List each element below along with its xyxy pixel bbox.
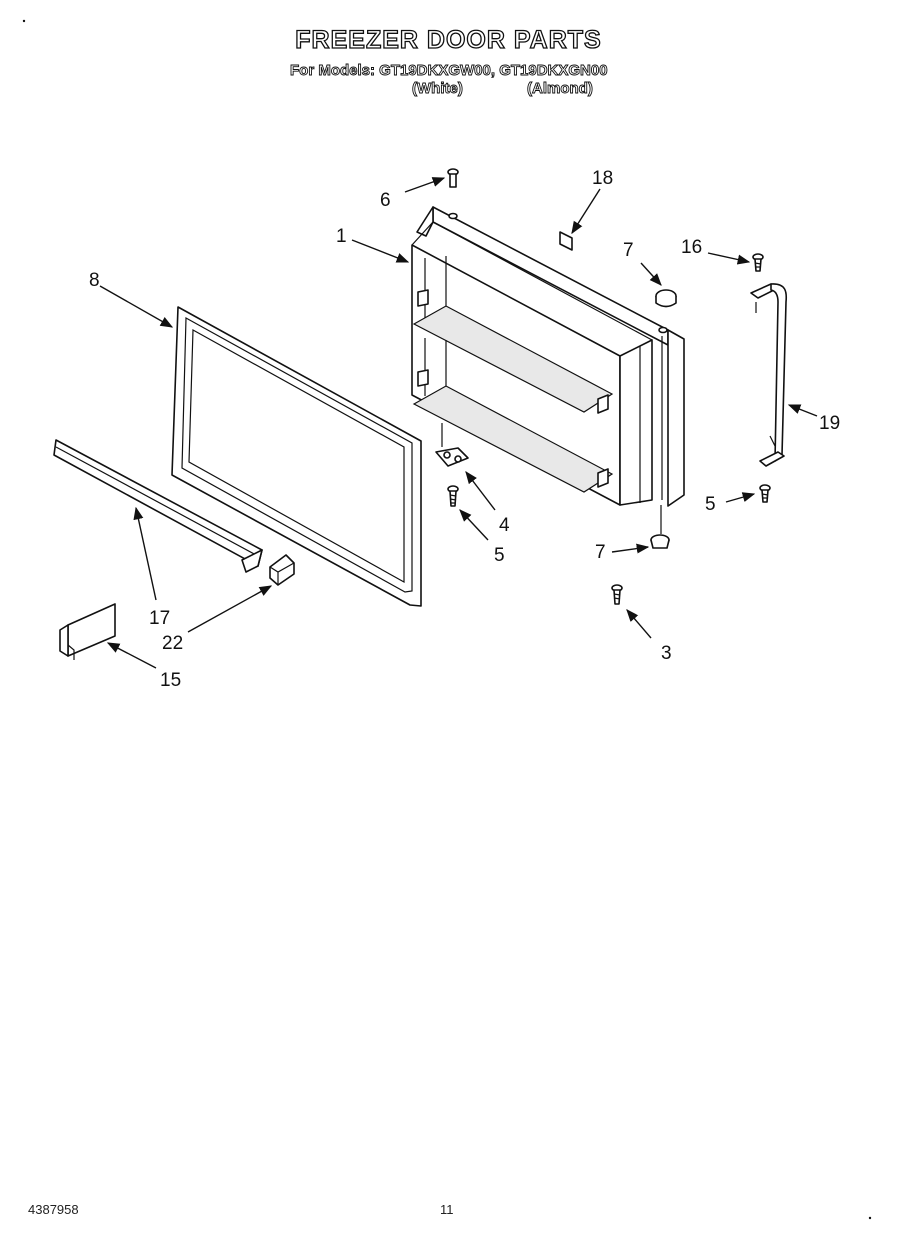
- part-screw-16: [752, 253, 764, 272]
- part-screw-5-left: [447, 485, 459, 507]
- leader-7-top: [640, 262, 662, 286]
- leader-22: [187, 585, 273, 633]
- page-number: 11: [440, 1202, 454, 1217]
- leader-lines: [99, 177, 818, 669]
- leader-17: [133, 506, 157, 601]
- leader-16: [707, 252, 751, 265]
- color-white-label: (White): [412, 80, 464, 98]
- models-line: For Models: GT19DKXGW00, GT19DKXGN00: [290, 62, 608, 80]
- leader-6: [404, 177, 446, 193]
- part-screw-6: [447, 168, 459, 188]
- page-title: FREEZER DOOR PARTS: [295, 25, 602, 54]
- callout-19: 19: [819, 413, 840, 434]
- callout-1: 1: [336, 226, 347, 247]
- part-screw-5-right: [759, 484, 771, 503]
- leader-5-left: [459, 509, 489, 541]
- part-plug-7-bottom: [650, 505, 670, 549]
- part-trim-17: [53, 439, 263, 573]
- leader-4: [465, 470, 496, 511]
- part-gasket-8: [171, 306, 422, 607]
- part-label-18: [559, 231, 573, 251]
- part-hinge-4: [435, 423, 469, 467]
- leader-3: [626, 609, 652, 639]
- callout-18: 18: [592, 168, 613, 189]
- part-bracket-15: [59, 603, 116, 660]
- part-handle-19: [750, 283, 788, 467]
- part-screw-3: [611, 584, 623, 605]
- leader-18: [571, 188, 601, 235]
- callout-5-left: 5: [494, 545, 505, 566]
- callout-7-top: 7: [623, 240, 634, 261]
- leader-19: [787, 404, 818, 417]
- part-endcap-22: [269, 554, 295, 586]
- callout-6: 6: [380, 190, 391, 211]
- callout-7-bottom: 7: [595, 542, 606, 563]
- leader-7-bottom: [611, 543, 650, 554]
- part-plug-7-top: [655, 289, 677, 308]
- callout-15: 15: [160, 670, 181, 691]
- leader-8: [99, 285, 174, 328]
- callout-labels: 8 1 6 18 7 16 19 5 7 3 4 5 17 22 15: [89, 168, 840, 691]
- leader-5-right: [725, 492, 756, 503]
- color-almond-label: (Almond): [527, 80, 594, 98]
- callout-4: 4: [499, 515, 510, 536]
- callout-17: 17: [149, 608, 170, 629]
- part-door-liner-1: [411, 206, 685, 507]
- callout-5-right: 5: [705, 494, 716, 515]
- corner-mark-bottom: [868, 1216, 872, 1220]
- callout-22: 22: [162, 633, 183, 654]
- doc-number: 4387958: [28, 1202, 79, 1217]
- callout-16: 16: [681, 237, 702, 258]
- callout-8: 8: [89, 270, 100, 291]
- callout-3: 3: [661, 643, 672, 664]
- corner-mark-top: [22, 19, 26, 23]
- leader-15: [106, 642, 157, 669]
- leader-1: [351, 239, 410, 263]
